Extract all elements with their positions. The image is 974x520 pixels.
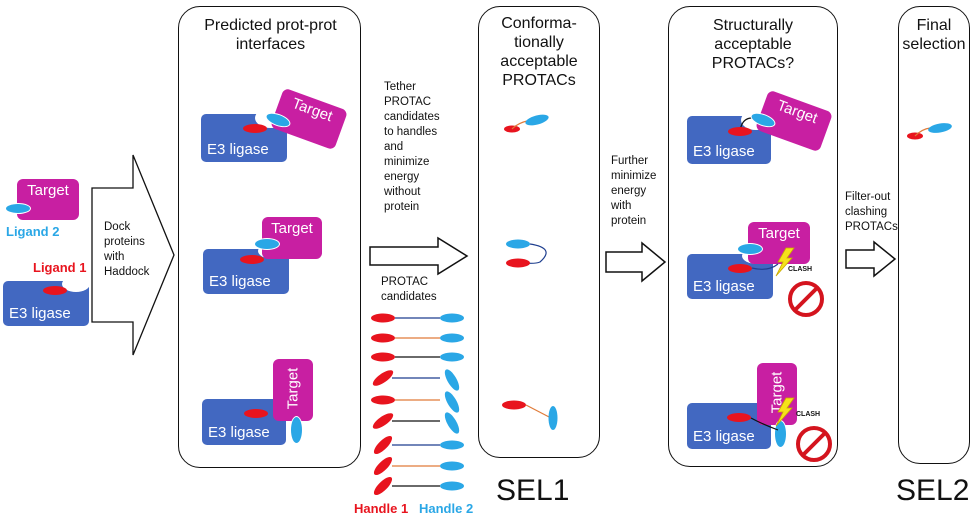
p2-protac3-handle2 xyxy=(548,406,558,430)
p4-protac-linker xyxy=(914,127,931,137)
clash-label-1: CLASH xyxy=(788,266,813,273)
prohibited-icon-2 xyxy=(796,426,832,462)
p3-complex2-handle2 xyxy=(737,243,763,255)
cand6-handle1 xyxy=(372,413,394,429)
cand5-handle2 xyxy=(444,391,460,413)
lightning-icon-2 xyxy=(775,397,795,427)
complex2-handle1 xyxy=(240,255,264,264)
target-protein: Target xyxy=(17,179,79,220)
sel1-label: SEL1 xyxy=(496,474,570,507)
cand5-handle1 xyxy=(371,395,395,405)
complex3-e3: E3 ligase xyxy=(202,399,286,445)
prohibited-icon xyxy=(788,281,824,317)
cand1-handle2 xyxy=(440,313,464,323)
clash-label-2: CLASH xyxy=(796,411,821,418)
p3-complex3-linker xyxy=(750,417,779,431)
e3-label: E3 ligase xyxy=(9,305,71,322)
p3-complex2-linker xyxy=(751,263,779,270)
cand2-handle2 xyxy=(440,333,464,343)
cand9-handle2 xyxy=(440,481,464,491)
p3-complex3-handle1 xyxy=(727,413,751,422)
complex2-handle2 xyxy=(254,238,280,250)
complex3-target: Target xyxy=(273,359,313,421)
cand7-handle2 xyxy=(440,440,464,450)
p3-complex1-handle1 xyxy=(728,127,752,136)
handle2-label: Handle 2 xyxy=(419,501,474,516)
p3-complex2-target: Target xyxy=(748,222,810,264)
target-label: Target xyxy=(27,182,69,199)
sel2-label: SEL2 xyxy=(896,474,970,507)
p2-protac2-handle2 xyxy=(506,239,530,249)
lightning-icon xyxy=(775,247,795,277)
ligand1-label: Ligand 1 xyxy=(33,260,87,275)
p3-complex3-target: Target xyxy=(757,363,797,425)
cand8-handle2 xyxy=(440,461,464,471)
cand2-handle1 xyxy=(371,333,395,343)
p3-complex2-handle1 xyxy=(728,264,752,273)
ligand2-ellipse xyxy=(5,203,31,214)
cand6-handle2 xyxy=(444,412,460,434)
cand9-handle1 xyxy=(373,476,393,496)
p2-protac2-linker xyxy=(524,243,547,264)
cand7-handle1 xyxy=(373,435,393,455)
panel-final-selection xyxy=(898,6,970,464)
panel-conformationally-acceptable xyxy=(478,6,600,458)
cand4-handle2 xyxy=(444,369,460,391)
p2-protac1-linker xyxy=(511,120,528,130)
cand1-handle1 xyxy=(371,313,395,323)
ligand1-ellipse xyxy=(43,286,67,295)
cand8-handle1 xyxy=(373,456,393,476)
complex1-handle1 xyxy=(243,124,267,133)
complex3-handle2 xyxy=(290,416,303,444)
filter-arrow xyxy=(845,240,897,278)
p2-protac2-handle1 xyxy=(506,258,530,268)
cand4-handle1 xyxy=(372,370,394,386)
cand3-handle1 xyxy=(371,352,395,362)
handle1-label: Handle 1 xyxy=(354,501,409,516)
tether-arrow xyxy=(369,236,469,276)
p2-protac1-handle2 xyxy=(525,114,549,126)
e3-notch xyxy=(62,276,90,292)
p4-protac-handle2 xyxy=(928,123,952,133)
ligand2-label: Ligand 2 xyxy=(6,224,60,239)
p2-protac3-handle1 xyxy=(502,400,526,410)
dock-arrow xyxy=(91,154,175,356)
further-arrow xyxy=(605,241,667,283)
p2-protac3-linker xyxy=(525,404,552,419)
cand3-handle2 xyxy=(440,352,464,362)
complex3-handle1 xyxy=(244,409,268,418)
